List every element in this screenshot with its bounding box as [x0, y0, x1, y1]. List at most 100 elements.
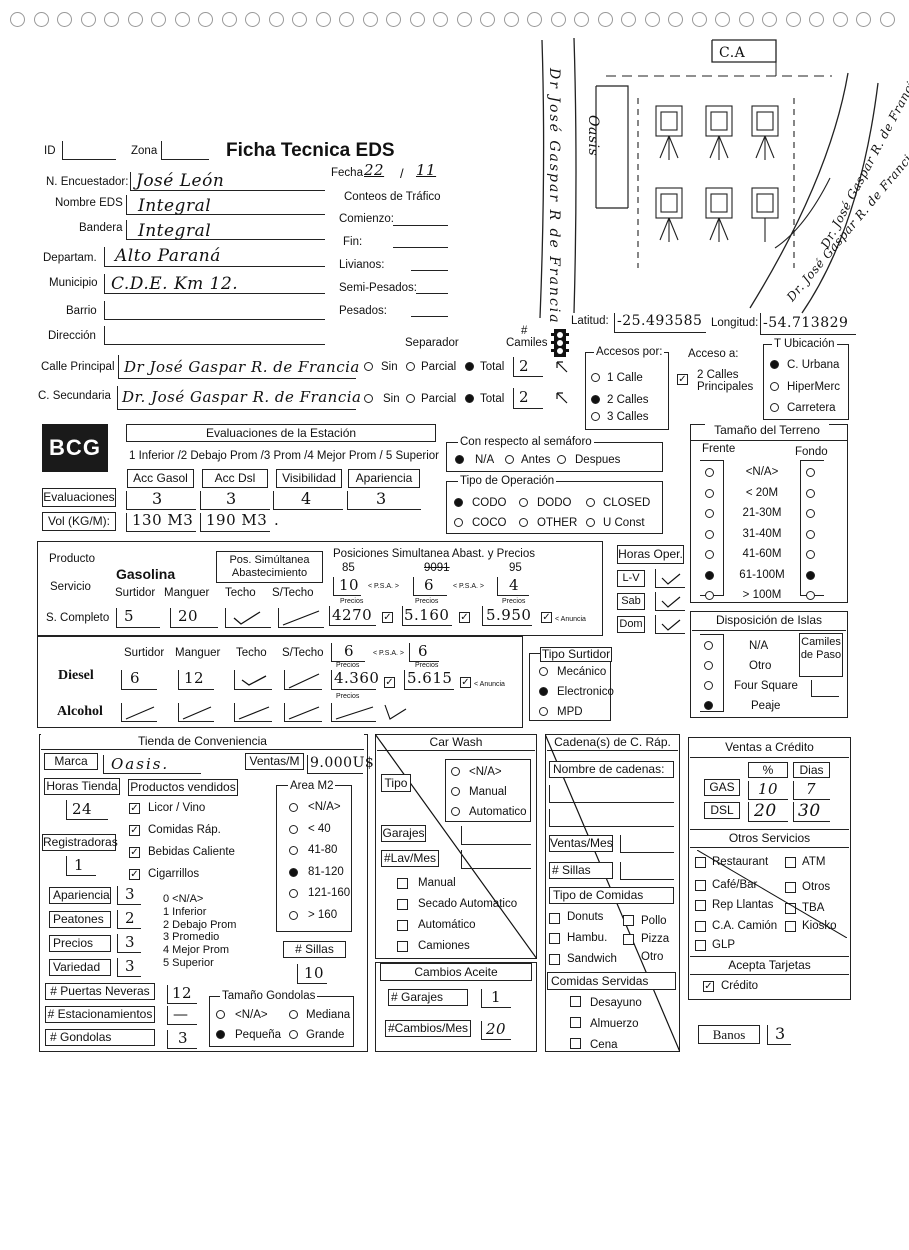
gas-pos-85-field[interactable] — [333, 577, 361, 596]
alcohol-field[interactable] — [234, 703, 272, 722]
terreno-frente-radio[interactable] — [705, 591, 714, 600]
islas-na-radio[interactable] — [704, 641, 713, 650]
carwash-option-checkbox[interactable] — [397, 920, 408, 931]
horas-row-field[interactable] — [655, 615, 685, 634]
producto-checkbox[interactable]: ✓ — [129, 869, 140, 880]
banos-field[interactable] — [767, 1025, 791, 1045]
secundaria-parcial-radio[interactable] — [406, 394, 415, 403]
municipio-field[interactable] — [104, 274, 325, 294]
terreno-frente-radio[interactable] — [705, 509, 714, 518]
comida-hambu-checkbox[interactable] — [549, 933, 560, 944]
dsl-price-2-anuncia-checkbox[interactable]: ✓ — [460, 677, 471, 688]
producto-checkbox[interactable]: ✓ — [129, 825, 140, 836]
alcohol-field[interactable] — [331, 703, 376, 722]
rating-row-field[interactable] — [117, 958, 141, 977]
gas-techo-field[interactable] — [225, 608, 271, 628]
rating-row-field[interactable] — [117, 934, 141, 953]
alcohol-field[interactable] — [178, 703, 214, 722]
islas-otro-radio[interactable] — [704, 661, 713, 670]
otros-checkbox[interactable] — [695, 940, 706, 951]
dsl-price-1-field[interactable] — [331, 670, 376, 690]
carwash-lav-field[interactable] — [461, 850, 531, 869]
servida-almuerzo-checkbox[interactable] — [570, 1017, 581, 1028]
gondola-grande-radio[interactable] — [289, 1030, 298, 1039]
zona-field[interactable] — [161, 141, 209, 160]
direccion-field[interactable] — [104, 326, 325, 345]
livianos-field[interactable] — [411, 270, 448, 271]
ventas-field[interactable] — [307, 755, 363, 774]
dsl-pos-1-field[interactable] — [331, 643, 365, 662]
carwash-option-checkbox[interactable] — [397, 899, 408, 910]
ubicacion-urbana-radio[interactable] — [770, 360, 779, 369]
accesos-2calles-radio[interactable] — [591, 395, 600, 404]
marca-field[interactable] — [103, 755, 201, 774]
terreno-fondo-radio[interactable] — [806, 509, 815, 518]
operacion-other-radio[interactable] — [519, 518, 528, 527]
terreno-fondo-radio[interactable] — [806, 468, 815, 477]
dsl-pos-2-field[interactable] — [409, 643, 439, 662]
secundaria-camiles-field[interactable] — [513, 388, 543, 409]
terreno-frente-radio[interactable] — [705, 550, 714, 559]
otros-checkbox[interactable] — [695, 880, 706, 891]
carwash-automatico-radio[interactable] — [451, 807, 460, 816]
principal-total-radio[interactable] — [465, 362, 474, 371]
eval-visibilidad-field[interactable] — [273, 491, 343, 510]
terreno-frente-radio[interactable] — [705, 488, 714, 498]
otros-checkbox[interactable] — [785, 903, 796, 914]
fin-field[interactable] — [393, 247, 448, 248]
islas-foursquare-radio[interactable] — [704, 681, 713, 690]
dsl-surtidor-field[interactable] — [121, 670, 157, 690]
pesados-field[interactable] — [411, 316, 448, 317]
carwash-na-radio[interactable] — [451, 767, 460, 776]
comida-sandwich-checkbox[interactable] — [549, 954, 560, 965]
gas-pos-90-field[interactable] — [413, 577, 447, 596]
dsl-techo-field[interactable] — [234, 670, 272, 690]
operacion-dodo-radio[interactable] — [519, 498, 528, 507]
aceite-garajes-field[interactable] — [481, 989, 511, 1008]
vol-dsl-field[interactable] — [200, 513, 270, 532]
alcohol-field[interactable] — [284, 703, 322, 722]
comida-pizza-checkbox[interactable] — [623, 934, 634, 945]
operacion-uconst-radio[interactable] — [586, 518, 595, 527]
terreno-fondo-radio[interactable] — [806, 529, 815, 539]
cadena-nombre-field-2[interactable] — [549, 809, 674, 827]
horas-tienda-field[interactable] — [66, 800, 108, 820]
producto-checkbox[interactable]: ✓ — [129, 847, 140, 858]
gondolas-field[interactable] — [167, 1030, 197, 1049]
gas-price-85-anuncia-checkbox[interactable]: ✓ — [382, 612, 393, 623]
otros-checkbox[interactable] — [785, 857, 796, 868]
nombre-field[interactable] — [126, 195, 325, 215]
gas-manguer-field[interactable] — [170, 608, 218, 628]
accesos-3calles-radio[interactable] — [591, 412, 600, 421]
gas-price-90-anuncia-checkbox[interactable]: ✓ — [459, 612, 470, 623]
carwash-garajes-field[interactable] — [461, 826, 531, 845]
dsl-stecho-field[interactable] — [284, 670, 322, 690]
terreno-fondo-radio[interactable] — [806, 570, 815, 580]
carwash-manual-radio[interactable] — [451, 787, 460, 796]
calle-principal-field[interactable] — [118, 355, 356, 379]
gas-pos-95-field[interactable] — [497, 577, 529, 596]
calle-secundaria-field[interactable] — [117, 386, 356, 410]
operacion-coco-radio[interactable] — [454, 518, 463, 527]
vol-gas-field[interactable] — [126, 513, 196, 532]
registradoras-field[interactable] — [66, 856, 96, 876]
gondola-pequena-radio[interactable] — [216, 1030, 225, 1039]
terreno-frente-radio[interactable] — [705, 468, 714, 477]
estacionamientos-field[interactable] — [167, 1006, 197, 1025]
rating-row-field[interactable] — [117, 910, 141, 929]
credito-gas-pct-field[interactable] — [748, 781, 788, 800]
neveras-field[interactable] — [167, 985, 197, 1004]
gas-price-90-field[interactable] — [402, 606, 452, 626]
terreno-frente-radio[interactable] — [705, 570, 714, 580]
gondola-mediana-radio[interactable] — [289, 1010, 298, 1019]
dsl-price-1-anuncia-checkbox[interactable]: ✓ — [384, 677, 395, 688]
eval-acc-dsl-field[interactable] — [200, 491, 270, 510]
gas-surtidor-field[interactable] — [116, 608, 160, 628]
surtidor-mpd-radio[interactable] — [539, 707, 548, 716]
gondola-na-radio[interactable] — [216, 1010, 225, 1019]
semaforo-despues-radio[interactable] — [557, 455, 566, 464]
tarjetas-credito-checkbox[interactable]: ✓ — [703, 981, 714, 992]
servida-cena-checkbox[interactable] — [570, 1038, 581, 1049]
credito-dsl-dias-field[interactable] — [793, 802, 830, 822]
terreno-fondo-radio[interactable] — [806, 591, 815, 600]
